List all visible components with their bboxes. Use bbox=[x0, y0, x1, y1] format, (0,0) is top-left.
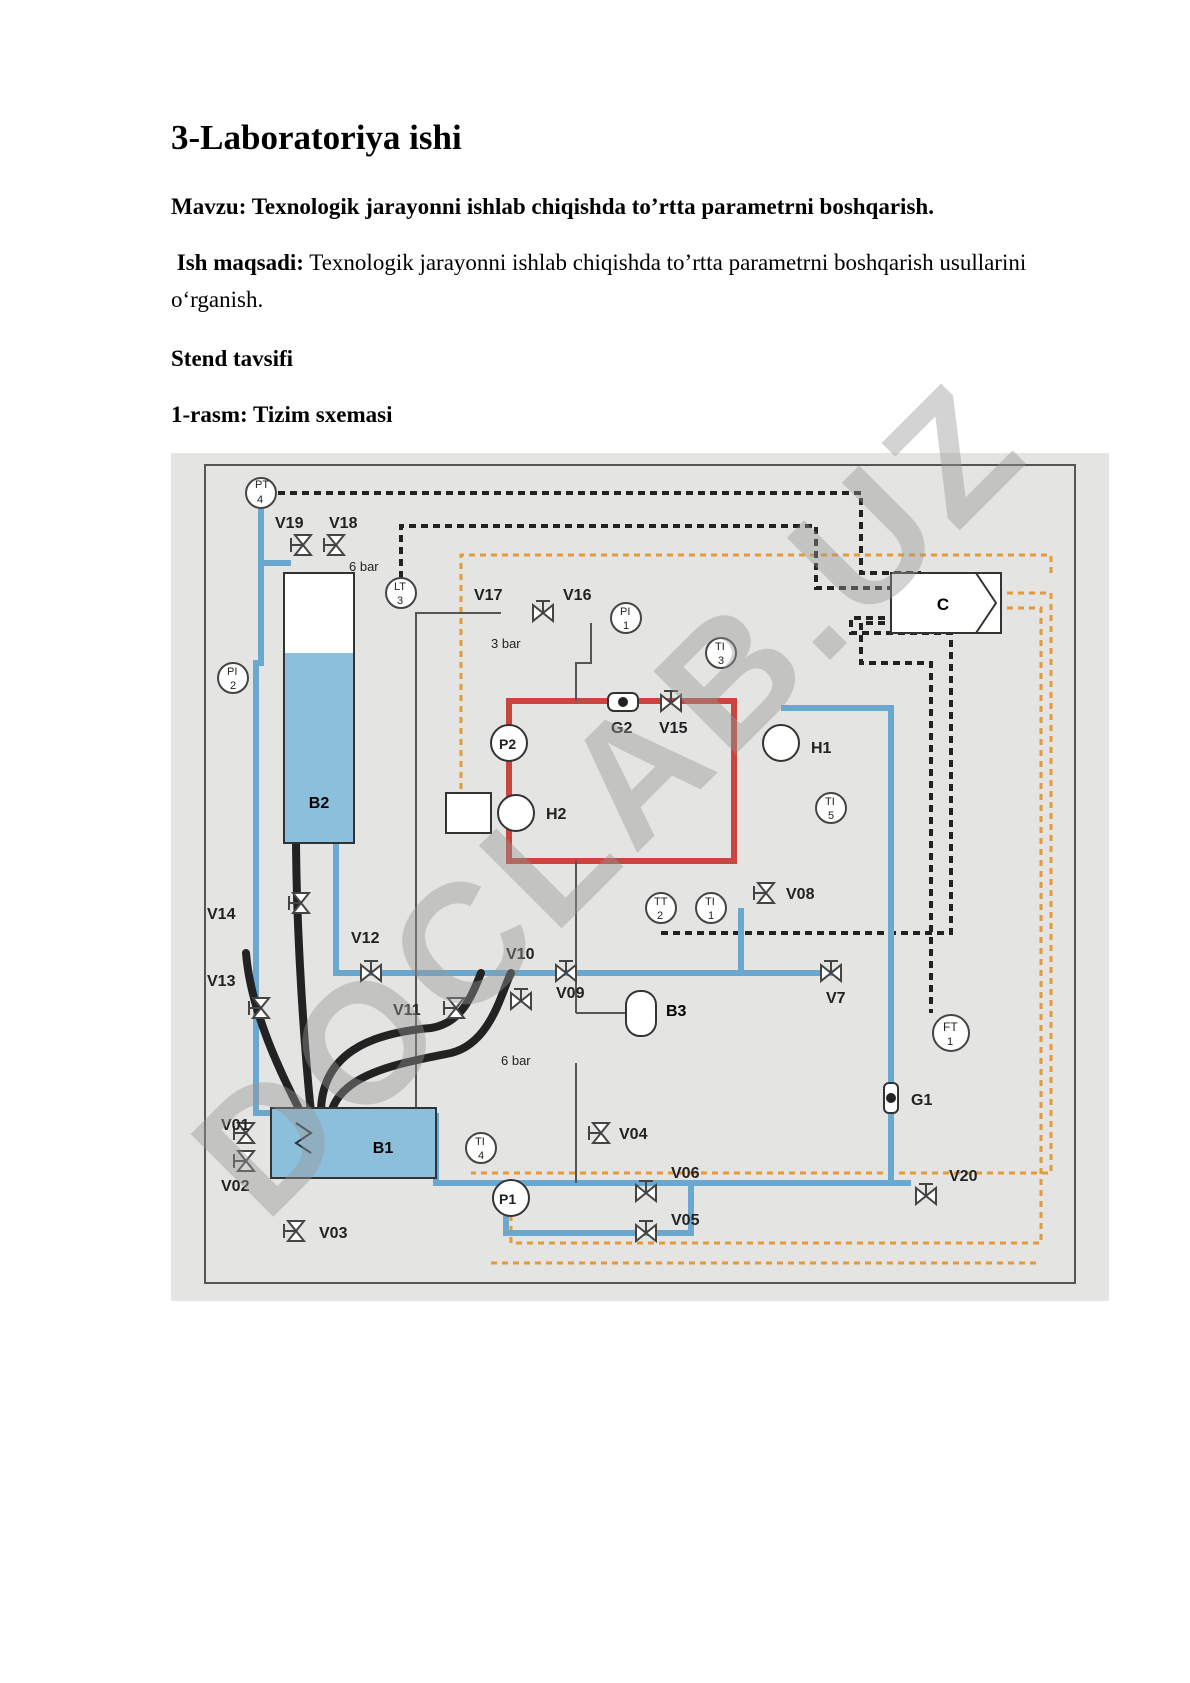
svg-text:3: 3 bbox=[718, 655, 724, 667]
svg-text:5: 5 bbox=[828, 810, 834, 822]
tank-b2: B2 bbox=[283, 572, 355, 844]
svg-text:1: 1 bbox=[708, 910, 714, 922]
label-b3: B3 bbox=[666, 1003, 687, 1020]
svg-text:PI: PI bbox=[227, 666, 237, 678]
svg-text:FT: FT bbox=[943, 1020, 958, 1034]
svg-text:V08: V08 bbox=[786, 886, 815, 903]
svg-text:1: 1 bbox=[947, 1036, 953, 1048]
svg-text:V18: V18 bbox=[329, 515, 358, 532]
heater-h1 bbox=[762, 724, 800, 762]
heater-h2 bbox=[497, 794, 535, 832]
svg-text:V06: V06 bbox=[671, 1165, 700, 1182]
instrument-circles bbox=[217, 477, 970, 1164]
svg-text:1: 1 bbox=[623, 620, 629, 632]
svg-text:V13: V13 bbox=[207, 973, 236, 990]
black-hoses bbox=[242, 829, 515, 1117]
tank-b1: B1 bbox=[270, 1107, 437, 1179]
pump-p2 bbox=[490, 724, 528, 762]
svg-text:V15: V15 bbox=[659, 720, 688, 737]
svg-text:4: 4 bbox=[478, 1150, 484, 1162]
figure-caption: 1-rasm: Tizim sxemasi bbox=[171, 402, 393, 427]
svg-text:V01: V01 bbox=[221, 1117, 250, 1134]
svg-text:V05: V05 bbox=[671, 1212, 700, 1229]
svg-text:V09: V09 bbox=[556, 985, 585, 1002]
svg-text:6 bar: 6 bar bbox=[501, 1053, 531, 1068]
svg-text:2: 2 bbox=[230, 680, 236, 692]
svg-text:3: 3 bbox=[397, 595, 403, 607]
schematic-frame bbox=[204, 464, 1076, 1284]
orange-signal-lines bbox=[459, 553, 1053, 1265]
svg-text:P2: P2 bbox=[499, 736, 516, 752]
svg-text:LT: LT bbox=[394, 581, 406, 593]
svg-text:V17: V17 bbox=[474, 587, 503, 604]
svg-text:PT: PT bbox=[255, 479, 269, 491]
svg-text:2: 2 bbox=[657, 910, 663, 922]
component-labels: PT 4 V19 V18 6 bar LT 3 V17 V16 3 bar PI… bbox=[207, 479, 978, 1242]
svg-text:3 bar: 3 bar bbox=[491, 636, 521, 651]
svg-text:V04: V04 bbox=[619, 1126, 648, 1143]
svg-text:G1: G1 bbox=[911, 1092, 932, 1109]
svg-text:V19: V19 bbox=[275, 515, 304, 532]
svg-text:PI: PI bbox=[620, 606, 630, 618]
section-heading-stend: Stend tavsifi bbox=[171, 346, 294, 371]
svg-text:H2: H2 bbox=[546, 806, 567, 823]
accumulator-b3: B3 bbox=[625, 990, 687, 1037]
svg-text:H1: H1 bbox=[811, 740, 832, 757]
goal-text: Texnologik jarayonni ishlab chiqishda to… bbox=[171, 250, 1027, 312]
system-schematic: B2 B1 C B3 bbox=[171, 453, 1109, 1301]
svg-text:TI: TI bbox=[715, 641, 725, 653]
svg-text:V02: V02 bbox=[221, 1178, 250, 1195]
svg-text:P1: P1 bbox=[499, 1191, 516, 1207]
goal-paragraph: Ish maqsadi: Texnologik jarayonni ishlab… bbox=[171, 244, 1106, 318]
topic-line: Mavzu: Texnologik jarayonni ishlab chiqi… bbox=[171, 194, 934, 219]
svg-text:V11: V11 bbox=[393, 1002, 421, 1019]
svg-text:V10: V10 bbox=[506, 946, 535, 963]
svg-text:V12: V12 bbox=[351, 930, 380, 947]
heater-h2-box bbox=[445, 792, 492, 834]
label-b2: B2 bbox=[309, 795, 330, 812]
svg-text:V7: V7 bbox=[826, 990, 846, 1007]
svg-text:V03: V03 bbox=[319, 1225, 348, 1242]
svg-text:TI: TI bbox=[475, 1136, 485, 1148]
svg-text:6 bar: 6 bar bbox=[349, 559, 379, 574]
label-c: C bbox=[937, 595, 949, 614]
controller-c: C bbox=[890, 572, 1002, 634]
svg-text:TT: TT bbox=[654, 896, 668, 908]
goal-label: Ish maqsadi: bbox=[176, 250, 304, 275]
pumps-and-heaters bbox=[445, 692, 899, 1217]
svg-text:V14: V14 bbox=[207, 906, 236, 923]
svg-text:G2: G2 bbox=[611, 720, 632, 737]
svg-text:V16: V16 bbox=[563, 587, 592, 604]
pump-p1 bbox=[492, 1179, 530, 1217]
page-title: 3-Laboratoriya ishi bbox=[171, 118, 462, 157]
svg-text:TI: TI bbox=[825, 796, 835, 808]
svg-text:4: 4 bbox=[257, 494, 263, 506]
svg-text:V20: V20 bbox=[949, 1168, 978, 1185]
svg-text:TI: TI bbox=[705, 896, 715, 908]
label-b1: B1 bbox=[373, 1140, 394, 1157]
